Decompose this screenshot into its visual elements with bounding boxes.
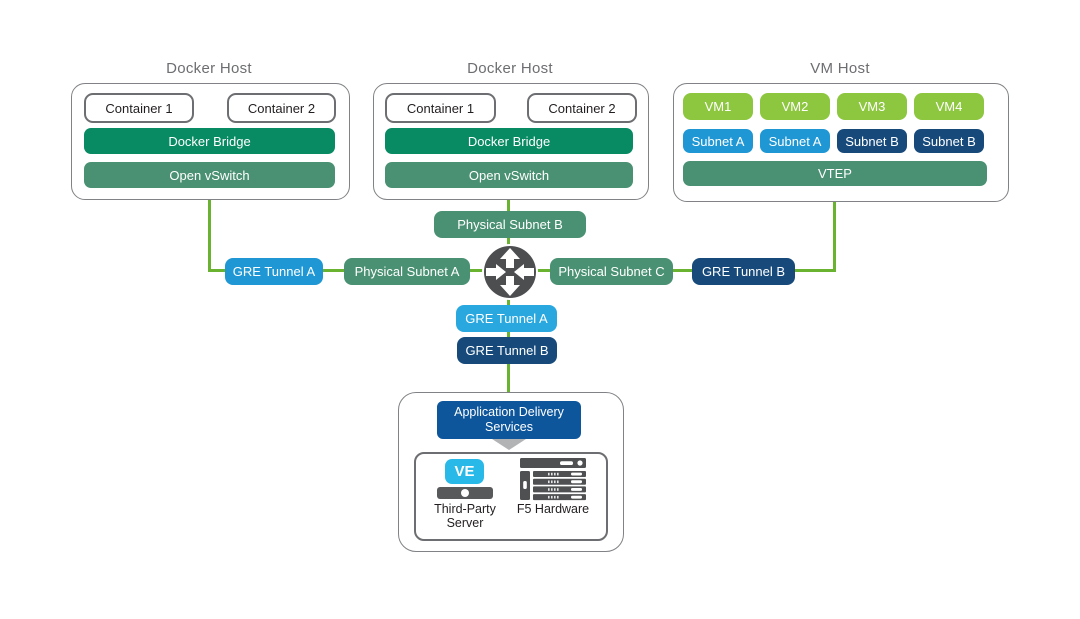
docker-host1-vswitch: Open vSwitch (84, 162, 335, 188)
f5-hardware-rack-icon (520, 458, 586, 501)
vm4-box: VM4 (914, 93, 984, 120)
docker-host2-vswitch: Open vSwitch (385, 162, 633, 188)
docker-host1-container2: Container 2 (227, 93, 336, 123)
subnet-a-box-1: Subnet A (683, 129, 753, 153)
vm-host-title: VM Host (810, 60, 870, 77)
vm3-box: VM3 (837, 93, 907, 120)
subnet-a-box-2: Subnet A (760, 129, 830, 153)
subnet-b-box-2: Subnet B (914, 129, 984, 153)
docker-host2-bridge: Docker Bridge (385, 128, 633, 154)
router-icon (479, 241, 541, 303)
app-delivery-line2: Services (485, 420, 533, 434)
docker-host2-container1: Container 1 (385, 93, 496, 123)
docker-host1-downlink (208, 186, 211, 272)
docker-host1-container1: Container 1 (84, 93, 194, 123)
app-delivery-line1: Application Delivery (454, 405, 564, 419)
f5-hardware-label: F5 Hardware (516, 502, 590, 516)
gre-tunnel-b-box: GRE Tunnel B (692, 258, 795, 285)
third-party-server-label: Third-Party Server (434, 502, 496, 530)
docker-host2-title: Docker Host (467, 60, 553, 77)
docker-host1-title: Docker Host (166, 60, 252, 77)
physical-subnet-c-box: Physical Subnet C (550, 258, 673, 285)
vm2-box: VM2 (760, 93, 830, 120)
vm-host-downlink (833, 184, 836, 272)
physical-subnet-a-box: Physical Subnet A (344, 258, 470, 285)
gre-tunnel-b-stack-box: GRE Tunnel B (457, 337, 557, 364)
ve-badge-icon: VE (445, 459, 484, 484)
physical-subnet-b-box: Physical Subnet B (434, 211, 586, 238)
vtep-box: VTEP (683, 161, 987, 186)
subnet-b-box-1: Subnet B (837, 129, 907, 153)
gre-tunnel-a-stack-box: GRE Tunnel A (456, 305, 557, 332)
vm1-box: VM1 (683, 93, 753, 120)
application-delivery-services-box: Application Delivery Services (437, 401, 581, 439)
third-party-server-icon (437, 487, 493, 499)
gre-tunnel-a-box: GRE Tunnel A (225, 258, 323, 285)
docker-host2-container2: Container 2 (527, 93, 637, 123)
pointer-triangle-icon (492, 439, 526, 450)
docker-host1-bridge: Docker Bridge (84, 128, 335, 154)
